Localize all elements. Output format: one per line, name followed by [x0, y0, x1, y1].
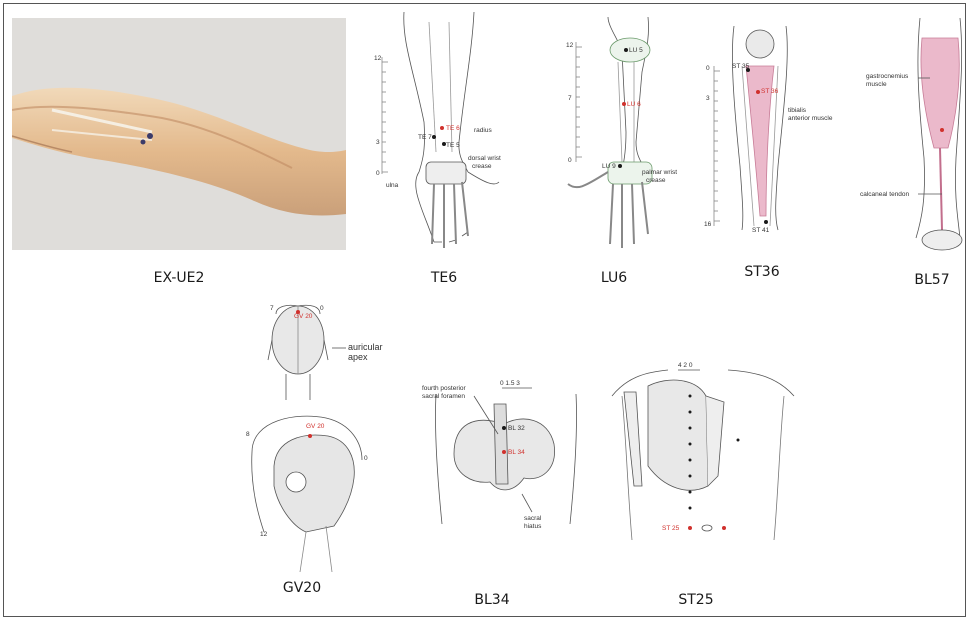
st36-scale-top: 0	[706, 65, 710, 72]
gv20-top-label: GV 20	[294, 313, 313, 320]
bl34-label: BL 34	[508, 449, 525, 456]
palmar-wrist-label: palmar wrist	[642, 169, 677, 176]
ex-ue2-point-1	[147, 133, 153, 139]
bl57-point	[940, 128, 944, 132]
palmar-crease-label: crease	[646, 177, 666, 184]
lu5-point	[624, 48, 628, 52]
caption-st36: ST36	[732, 264, 792, 280]
umbilicus	[702, 525, 712, 531]
lu6-point	[622, 102, 626, 106]
bl34-illustration: 0 1.5 3 BL 32 BL 34 fourth posterior sac…	[414, 374, 584, 550]
te6-scale-bot: 0	[376, 170, 380, 177]
caption-te6: TE6	[414, 270, 474, 286]
caption-bl57: BL57	[902, 272, 962, 288]
st36-scale-bot: 16	[704, 221, 712, 228]
gv20-n0-top: 0	[320, 305, 324, 312]
lu5-label: LU 5	[629, 47, 643, 54]
calcaneal-tendon-label: calcaneal tendon	[860, 191, 910, 198]
te7-point	[432, 135, 436, 139]
te7-label: TE 7	[418, 134, 432, 141]
ex-ue2-point-2	[141, 140, 146, 145]
lu6-illustration: 12 7 0 LU 5 LU 6 LU 9 palmar wrist creas…	[538, 12, 678, 252]
gv20-side-label: GV 20	[306, 423, 325, 430]
st36-label: ST 36	[761, 88, 779, 95]
st25-label: ST 25	[662, 525, 680, 532]
st36-scale-mid: 3	[706, 95, 710, 102]
apex-label: apex	[348, 352, 368, 362]
radius-label: radius	[474, 127, 492, 134]
hiatus-label: hiatus	[524, 523, 542, 530]
gv20-n0-side: 0	[364, 455, 368, 462]
te6-illustration: 12 3 0 TE 7 TE 6 TE 5 radius dorsal wris…	[364, 12, 514, 252]
fourth-posterior-label: fourth posterior	[422, 385, 467, 392]
st25-left-point	[688, 526, 692, 530]
bl32-label: BL 32	[508, 425, 525, 432]
bl34-scale: 0 1.5 3	[500, 380, 520, 387]
st41-label: ST 41	[752, 227, 770, 234]
sacral-foramen-label: sacral foramen	[422, 393, 465, 400]
ulna-label: ulna	[386, 182, 399, 189]
st36-illustration: 0 3 16 ST 35 ST 36 ST 41 tibialis anteri…	[694, 26, 834, 240]
bl32-point	[502, 426, 506, 430]
st25-illustration: 4 2 0 ST 25	[608, 356, 798, 540]
st36-point	[756, 90, 760, 94]
ex-ue2-illustration	[12, 18, 346, 250]
tibialis-label: tibialis	[788, 107, 807, 114]
lu9-point	[618, 164, 622, 168]
gv20-n7-top: 7	[270, 305, 274, 312]
gv20-side-point	[308, 434, 312, 438]
auricular-label: auricular	[348, 342, 383, 352]
lu6-label: LU 6	[627, 101, 641, 108]
dorsal-crease-label: crease	[472, 163, 492, 170]
gv20-illustration: 7 0 GV 20 auricular apex 8 0 12 GV 20	[236, 300, 406, 572]
st25-right-point	[722, 526, 726, 530]
te5-label: TE 5	[446, 142, 460, 149]
lu9-label: LU 9	[602, 163, 616, 170]
st41-point	[764, 220, 768, 224]
caption-st25: ST25	[666, 592, 726, 608]
te6-label: TE 6	[446, 125, 460, 132]
gastro-muscle-label: muscle	[866, 81, 887, 88]
figure-frame: EX-UE2 12 3 0 TE	[3, 3, 966, 617]
dorsal-wrist-label: dorsal wrist	[468, 155, 501, 162]
st25-scale: 4 2 0	[678, 362, 693, 369]
lu6-scale-mid: 7	[568, 95, 572, 102]
gastrocnemius-label: gastrocnemius	[866, 73, 909, 80]
lu6-scale-bot: 0	[568, 157, 572, 164]
anterior-muscle-label: anterior muscle	[788, 115, 833, 122]
caption-gv20: GV20	[272, 580, 332, 596]
te6-point	[440, 126, 444, 130]
caption-lu6: LU6	[584, 270, 644, 286]
te6-scale-top: 12	[374, 55, 382, 62]
bl57-illustration: gastrocnemius muscle calcaneal tendon	[860, 18, 964, 254]
gv20-n8: 8	[246, 431, 250, 438]
te6-scale-mid: 3	[376, 139, 380, 146]
caption-ex-ue2: EX-UE2	[134, 270, 224, 286]
sacral-label: sacral	[524, 515, 542, 522]
st35-label: ST 35	[732, 63, 750, 70]
lu6-scale-top: 12	[566, 42, 574, 49]
caption-bl34: BL34	[462, 592, 522, 608]
bl34-point	[502, 450, 506, 454]
